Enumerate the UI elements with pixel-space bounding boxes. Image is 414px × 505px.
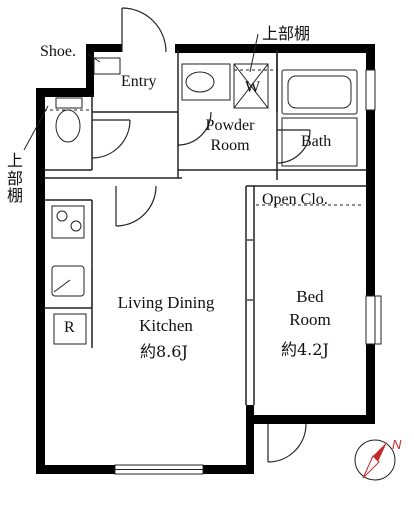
window-bed-right (365, 295, 376, 345)
powder-line-1: Powder (205, 117, 255, 134)
bed-line-1: Bed (296, 287, 324, 306)
balcony-door (267, 423, 307, 463)
label-fridge: R (64, 319, 75, 336)
label-upper-shelf-left: 上 部 棚 (6, 152, 24, 205)
toilet-door (91, 119, 131, 159)
ldk-line-2: Kitchen (139, 316, 193, 335)
bed-sliding-door (247, 239, 253, 301)
window-bed-right-frame (374, 295, 382, 345)
bathtub (281, 69, 358, 115)
leader-upper-shelf-top (249, 33, 259, 73)
label-upper-shelf-top: 上部棚 (262, 24, 311, 43)
bed-line-2: Room (289, 310, 331, 329)
window-bath (365, 69, 376, 111)
ldk-door (115, 185, 157, 227)
leader-upper-shelf-left (23, 105, 49, 151)
wall-top-upper (175, 44, 375, 53)
washbasin (181, 63, 231, 101)
upper-shelf-char-2: 部 (6, 168, 23, 188)
washbasin-bowl (185, 71, 215, 93)
wall-entry-top (86, 44, 122, 52)
doors (91, 7, 311, 463)
fridge-box (53, 313, 87, 345)
wall-bed-left-step (246, 405, 254, 424)
wall-ldk-step-vert (246, 415, 254, 474)
label-powder-room: Powder Room (188, 118, 272, 154)
label-ldk: Living Dining Kitchen (96, 294, 236, 334)
wall-left (36, 88, 45, 474)
toilet-tank (55, 97, 83, 109)
compass-north-label: N (392, 437, 402, 452)
label-ldk-size: 約8.6J (140, 342, 188, 361)
compass-needle-south (362, 455, 380, 479)
bathtub-inner (287, 75, 352, 109)
shoe-rack (93, 57, 121, 75)
label-bath: Bath (301, 133, 332, 150)
wall-bottom-bed (254, 415, 375, 424)
bath-floor (281, 117, 358, 167)
windows (114, 69, 382, 475)
label-shoe: Shoe. (40, 43, 76, 60)
stove (51, 205, 85, 239)
label-bed: Bed Room (270, 288, 350, 328)
leader-shoe (87, 53, 101, 63)
wall-top-left (36, 88, 94, 97)
entry-door (121, 7, 167, 53)
washer-box (233, 63, 269, 109)
label-wash: W (245, 79, 261, 96)
powder-door (177, 111, 212, 146)
toilet-bowl (55, 109, 81, 143)
kitchen-sink (51, 265, 85, 297)
powder-line-2: Room (210, 137, 250, 154)
interior-walls (44, 50, 366, 405)
label-entry: Entry (121, 73, 157, 90)
ldk-line-1: Living Dining (117, 293, 215, 312)
label-open-closet: Open Clo. (262, 191, 328, 208)
wall-entry-left (86, 44, 94, 97)
label-bed-size: 約4.2J (281, 340, 329, 359)
compass (354, 439, 396, 481)
wall-right (366, 44, 375, 424)
upper-shelf-char-1: 上 (6, 151, 23, 170)
fixtures (23, 33, 364, 345)
upper-shelf-char-3: 棚 (6, 186, 23, 206)
